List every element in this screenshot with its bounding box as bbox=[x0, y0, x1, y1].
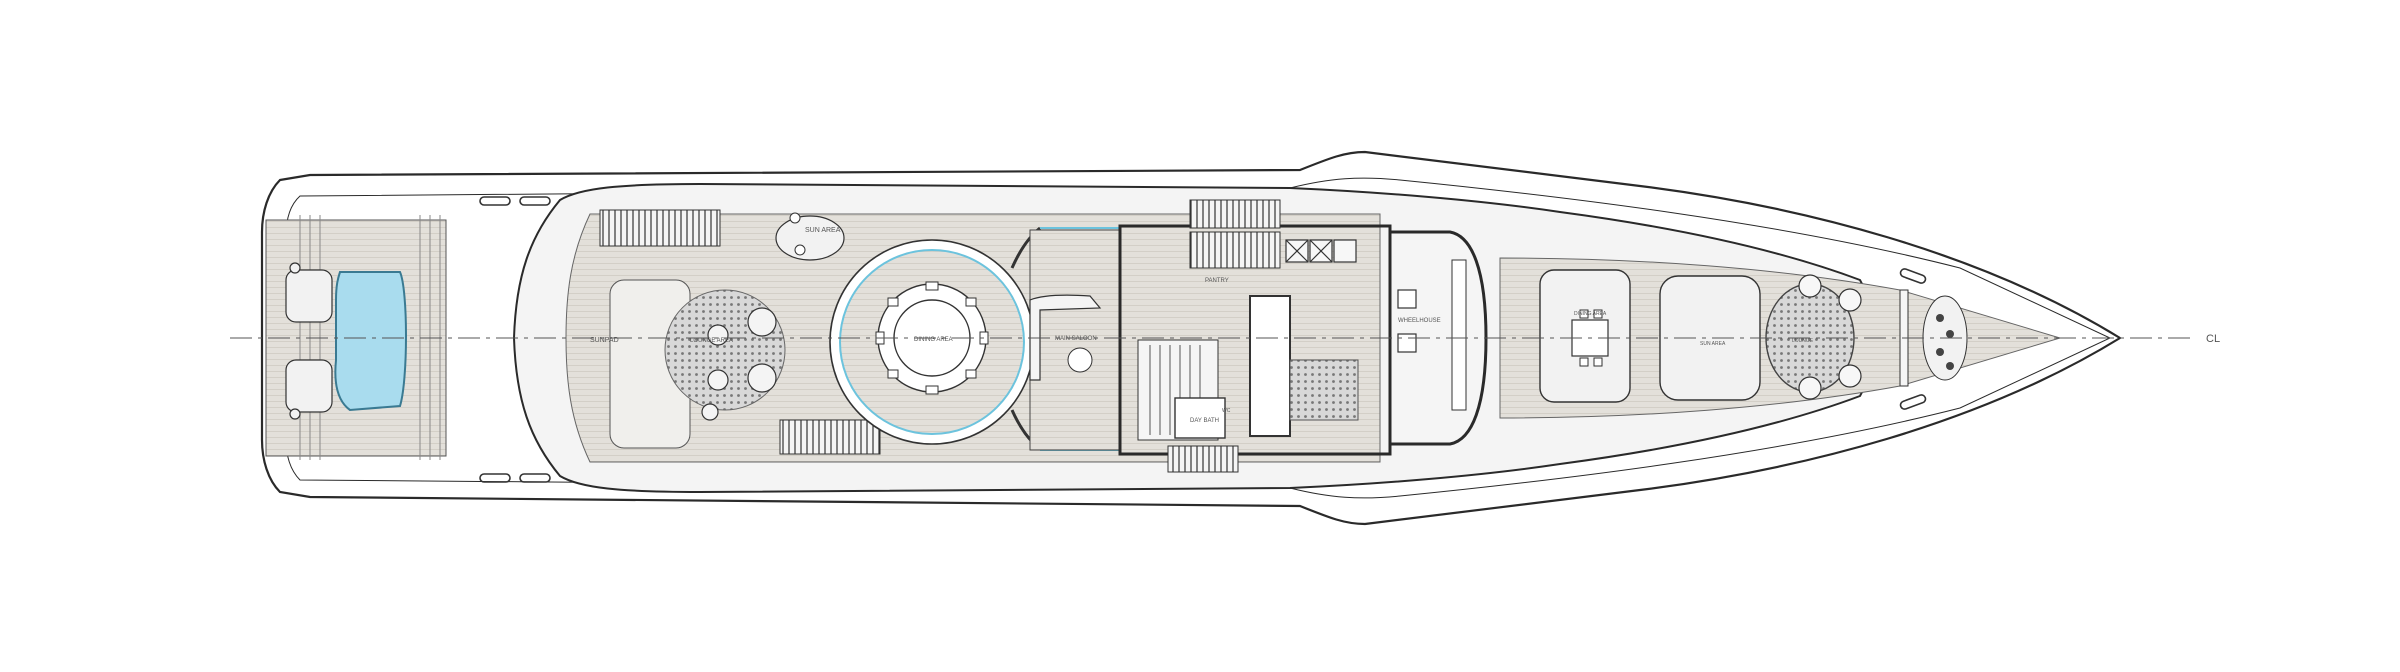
sun-area-oval bbox=[775, 215, 845, 261]
fwd-stairs-bottom bbox=[1167, 445, 1239, 473]
hull-outline bbox=[260, 150, 2123, 526]
starboard-stairs-aft bbox=[779, 419, 881, 455]
centerline-label: CL bbox=[2206, 333, 2220, 345]
lounge-texture bbox=[664, 289, 786, 411]
helm-console bbox=[1451, 259, 1467, 411]
lounge-label: LOUNGE AREA bbox=[690, 338, 733, 344]
saloon-coffee-table bbox=[1067, 347, 1093, 373]
port-stairs-aft bbox=[599, 209, 721, 247]
pantry-label: PANTRY bbox=[1205, 278, 1229, 284]
pantry bbox=[1189, 231, 1281, 269]
saloon-sofa bbox=[1029, 294, 1102, 381]
wheelhouse-label: WHEELHOUSE bbox=[1398, 318, 1441, 324]
sunpad-label: SUNPAD bbox=[590, 337, 619, 344]
cleats bbox=[479, 196, 1927, 483]
main-saloon bbox=[1029, 229, 1121, 451]
day-bath-label: DAY BATH bbox=[1190, 418, 1219, 424]
wc-label: WC bbox=[1222, 408, 1231, 414]
gunwale-line bbox=[285, 177, 2112, 499]
forward-lounge-label: LOUNGE bbox=[1792, 338, 1814, 344]
lounge-chairs bbox=[701, 307, 777, 421]
fwd-stairs-top bbox=[1189, 199, 1281, 229]
day-bath bbox=[1174, 397, 1226, 439]
forward-lounge-seats bbox=[1798, 274, 1862, 400]
dining-label: DINING AREA bbox=[914, 337, 953, 343]
saloon-label: MAIN SALOON bbox=[1055, 336, 1097, 342]
aft-sunbeds bbox=[285, 262, 333, 420]
forward-sun-area-label: SUN AREA bbox=[1700, 341, 1726, 347]
galley-cells bbox=[1285, 239, 1357, 263]
sun-area-label: SUN AREA bbox=[805, 227, 841, 234]
lobby-core bbox=[1249, 295, 1291, 437]
plunge-pool bbox=[334, 271, 407, 412]
forward-dining-label: DINING AREA bbox=[1574, 311, 1607, 317]
spiral-stair bbox=[1149, 345, 1201, 435]
lobby-texture bbox=[1289, 359, 1359, 421]
